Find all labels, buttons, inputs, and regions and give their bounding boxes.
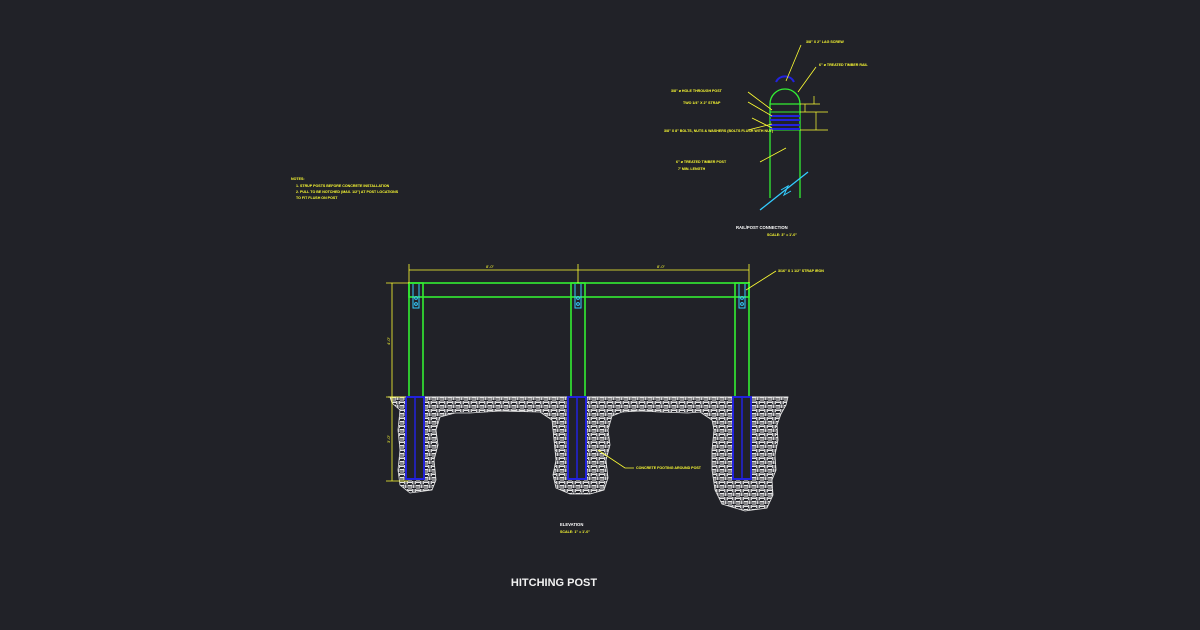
dim-height: 4'-0" bbox=[386, 336, 391, 345]
detail-leader bbox=[747, 91, 773, 111]
post-left bbox=[408, 282, 424, 398]
dim-span-right: 8'-0" bbox=[657, 264, 666, 269]
elevation-scale: SCALE: 1" = 1'-0" bbox=[560, 530, 590, 534]
detail-scale: SCALE: 3" = 1'-0" bbox=[767, 233, 797, 237]
rail bbox=[408, 282, 750, 298]
detail-leader bbox=[751, 117, 773, 129]
notes-heading: NOTES: bbox=[291, 177, 305, 181]
soil-hatch bbox=[389, 396, 789, 512]
embedded-post-right bbox=[732, 396, 752, 480]
height-dimension bbox=[386, 282, 409, 482]
footing-callout: CONCRETE FOOTING AROUND POST bbox=[636, 466, 702, 470]
notes-block: NOTES: 1. STRUP POSTS BEFORE CONCRETE IN… bbox=[291, 177, 399, 200]
strap-callout: 3/16" X 1 1/2" STRAP IRON bbox=[778, 269, 824, 273]
detail-callout: 3/8" X 2" LAG SCREW bbox=[806, 40, 844, 44]
strap-left bbox=[412, 284, 420, 309]
detail-dim-lines bbox=[800, 96, 828, 131]
post-right bbox=[734, 282, 750, 398]
detail-title: RAIL/POST CONNECTION bbox=[736, 225, 788, 230]
detail-rail bbox=[769, 88, 801, 105]
detail-callout: 6" ø TREATED TIMBER RAIL bbox=[819, 63, 869, 67]
detail-callout: 3/8" ø HOLE THROUGH POST bbox=[671, 89, 723, 93]
elevation-view: 8'-0" 8'-0" 4'-0" 3'-0" 3/16" X 1 1/2" S… bbox=[386, 264, 824, 534]
detail-callout: TWO 1/4" X 2" STRAP bbox=[683, 101, 721, 105]
detail-leader bbox=[797, 66, 817, 93]
embedded-post-left bbox=[405, 396, 425, 480]
note-line: 2. PULL TO BE NOTCHED (MAX. 1/2") AT POS… bbox=[296, 190, 399, 194]
dim-depth: 3'-0" bbox=[386, 434, 391, 443]
rail-post-detail: 3/8" X 2" LAG SCREW 6" ø TREATED TIMBER … bbox=[664, 40, 869, 237]
note-line: TO FIT FLUSH ON POST bbox=[296, 196, 338, 200]
detail-leader bbox=[747, 101, 773, 117]
embedded-post-middle bbox=[567, 396, 587, 480]
detail-callout: 3/8" X 8" BOLTS, NUTS & WASHERS (BOLTS F… bbox=[664, 129, 774, 133]
detail-leader bbox=[759, 147, 787, 163]
detail-break-zig bbox=[780, 184, 792, 197]
strap-right bbox=[738, 284, 746, 309]
detail-leader bbox=[785, 44, 802, 82]
drawing-title: HITCHING POST bbox=[511, 577, 597, 589]
detail-callout: 7' MIN. LENGTH bbox=[678, 167, 706, 171]
detail-leader bbox=[747, 123, 773, 131]
note-line: 1. STRUP POSTS BEFORE CONCRETE INSTALLAT… bbox=[296, 184, 390, 188]
post-middle bbox=[570, 282, 586, 398]
footing-leader bbox=[597, 449, 634, 469]
span-dimension bbox=[408, 264, 750, 283]
detail-post bbox=[769, 104, 801, 198]
elevation-title: ELEVATION bbox=[560, 522, 583, 527]
strap-middle bbox=[574, 284, 582, 309]
dim-span-left: 8'-0" bbox=[486, 264, 495, 269]
detail-callout: 6" ø TREATED TIMBER POST bbox=[676, 160, 727, 164]
detail-lag-screw bbox=[775, 75, 795, 83]
detail-break-line bbox=[759, 171, 809, 211]
strap-leader bbox=[745, 270, 777, 291]
